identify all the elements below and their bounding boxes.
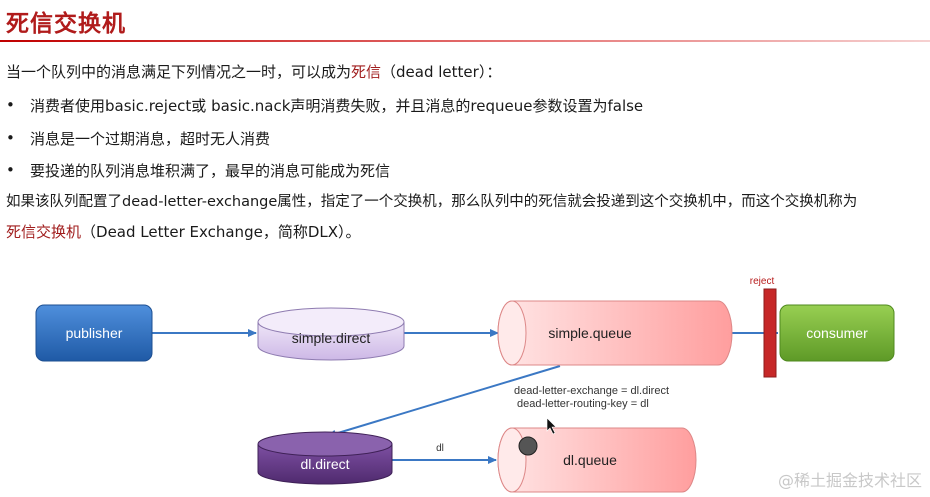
paragraph-highlight: 死信交换机 [6,223,82,241]
publisher-label: publisher [66,325,123,341]
publisher-node: publisher [35,304,153,362]
consumer-label: consumer [806,325,868,341]
config-dead-letter-routing-key: dead-letter-routing-key = dl [517,398,649,410]
bullet-item-2: 消息是一个过期消息，超时无人消费 [30,130,271,148]
intro-highlight: 死信 [351,63,382,81]
arrow-queue-to-dlx [327,365,561,438]
bullet-symbol: • [6,161,15,179]
mouse-cursor-icon [546,417,557,435]
simple-direct-exchange: simple.direct [257,307,405,361]
simple-direct-label: simple.direct [292,330,371,346]
paragraph-line-1: 如果该队列配置了dead-letter-exchange属性，指定了一个交换机，… [6,194,858,210]
bullet-item-3: 要投递的队列消息堆积满了，最早的消息可能成为死信 [30,162,391,180]
reject-marker: reject [750,276,777,378]
dl-queue-node: dl.queue [497,427,697,493]
intro-text-after: （dead letter）： [381,63,502,81]
title-divider [0,40,930,42]
config-dead-letter-exchange: dead-letter-exchange = dl.direct [514,385,669,397]
bullet-symbol: • [6,96,15,114]
reject-label: reject [750,276,775,287]
consumer-node: consumer [779,304,895,362]
dl-direct-label: dl.direct [300,456,349,472]
paragraph-line-2: 死信交换机（Dead Letter Exchange，简称DLX）。 [6,222,361,242]
dl-queue-label: dl.queue [563,452,617,468]
bullet-item-1: 消费者使用basic.reject或 basic.nack声明消费失败，并且消息… [30,97,644,115]
bullet-symbol: • [6,129,15,147]
dead-message-dot [518,436,538,456]
intro-text-before: 当一个队列中的消息满足下列情况之一时，可以成为 [6,63,352,81]
page-title: 死信交换机 [6,11,126,37]
intro-line: 当一个队列中的消息满足下列情况之一时，可以成为死信（dead letter）： [6,62,501,82]
dl-direct-exchange: dl.direct [257,431,393,485]
simple-queue-label: simple.queue [548,325,631,341]
simple-queue-node: simple.queue [497,300,733,366]
watermark: @稀土掘金技术社区 [777,471,922,490]
paragraph-line-2-text: （Dead Letter Exchange，简称DLX）。 [81,223,361,241]
dl-edge-label: dl [436,443,444,454]
